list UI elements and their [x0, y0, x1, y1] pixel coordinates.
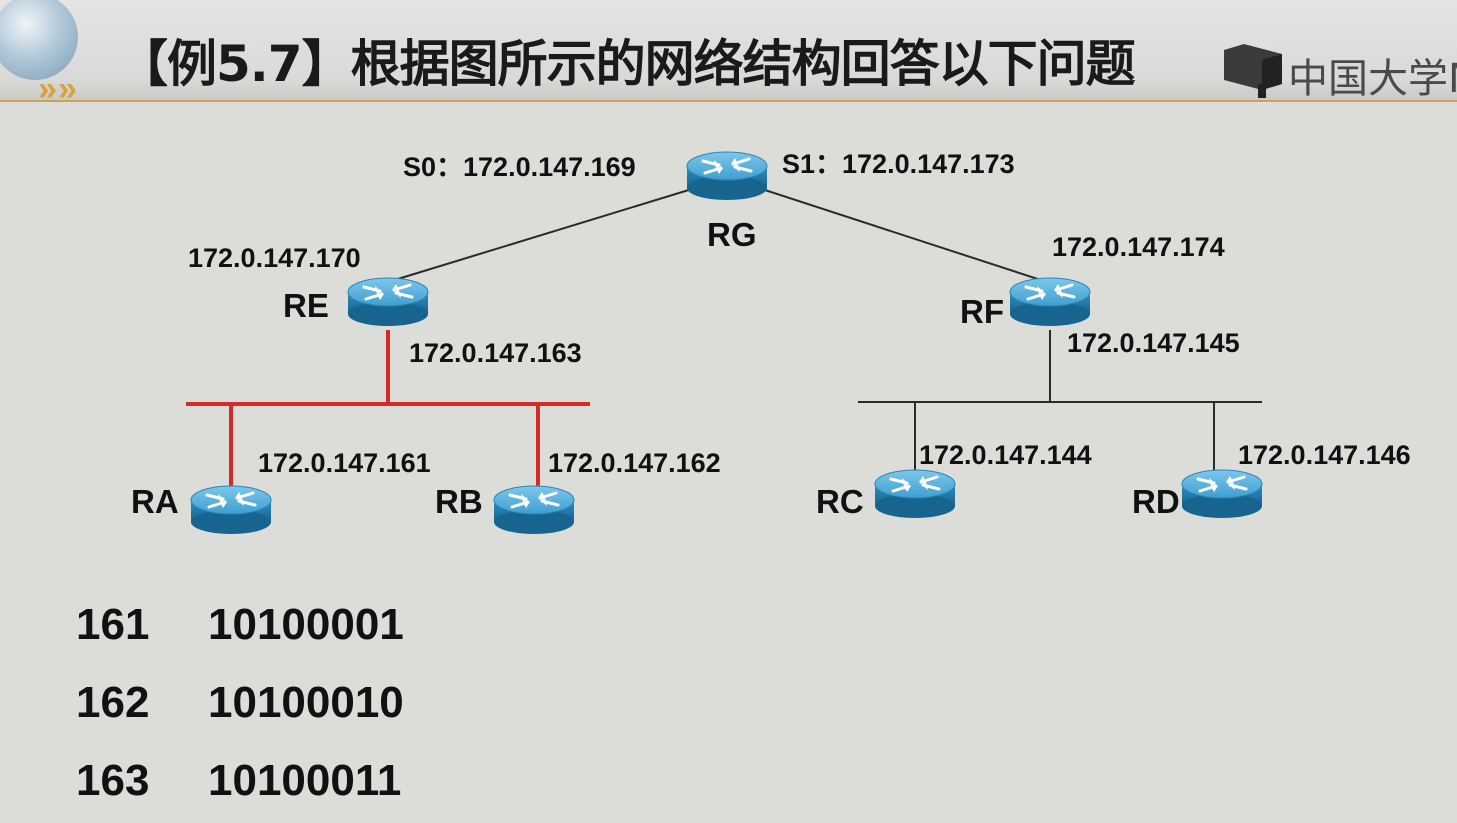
s1-address-label: S1：172.0.147.173 — [782, 149, 1015, 179]
decimal-value: 161 — [76, 600, 150, 649]
book-logo-icon — [1224, 44, 1282, 98]
link-rg-rf — [727, 177, 1051, 284]
binary-value: 10100001 — [208, 600, 404, 649]
re-lan-address: 172.0.147.163 — [409, 338, 582, 368]
router-rc-icon — [873, 468, 957, 520]
page-title: 【例5.7】根据图所示的网络结构回答以下问题 — [118, 35, 1136, 93]
rf-lan-address: 172.0.147.145 — [1067, 328, 1240, 358]
router-rc-label: RC — [816, 483, 864, 520]
ra-address: 172.0.147.161 — [258, 448, 431, 478]
router-ra-label: RA — [131, 483, 179, 520]
s0-address-label: S0：172.0.147.169 — [403, 152, 636, 182]
router-rd-icon — [1180, 468, 1264, 520]
decimal-value: 162 — [76, 678, 150, 727]
router-ra-icon — [189, 484, 273, 536]
binary-value: 10100010 — [208, 678, 404, 727]
binary-value: 10100011 — [208, 756, 402, 805]
slide-header: » » 【例5.7】根据图所示的网络结构回答以下问题 中国大学M — [0, 0, 1457, 108]
re-uplink-address: 172.0.147.170 — [188, 243, 361, 273]
rc-address: 172.0.147.144 — [919, 440, 1092, 470]
rd-address: 172.0.147.146 — [1238, 440, 1411, 470]
router-re-icon — [346, 276, 430, 328]
decimal-value: 163 — [76, 756, 150, 805]
router-rd-label: RD — [1132, 483, 1180, 520]
router-rg-label: RG — [707, 216, 757, 253]
router-rg-icon — [685, 150, 769, 202]
link-rg-re — [387, 177, 729, 283]
binary-row-161: 161 10100001 — [76, 600, 404, 650]
chevron-right-icon: » — [58, 70, 77, 108]
router-re-label: RE — [283, 287, 329, 324]
router-rf-icon — [1008, 276, 1092, 328]
router-rf-label: RF — [960, 293, 1004, 330]
binary-row-163: 163 10100011 — [76, 756, 401, 806]
rf-uplink-address: 172.0.147.174 — [1052, 232, 1225, 262]
router-rb-label: RB — [435, 483, 483, 520]
rb-address: 172.0.147.162 — [548, 448, 721, 478]
chevron-right-icon: » — [38, 70, 57, 108]
brand-logo-text: 中国大学M — [1288, 56, 1457, 102]
binary-row-162: 162 10100010 — [76, 678, 404, 728]
globe-logo — [0, 0, 78, 80]
router-rb-icon — [492, 484, 576, 536]
